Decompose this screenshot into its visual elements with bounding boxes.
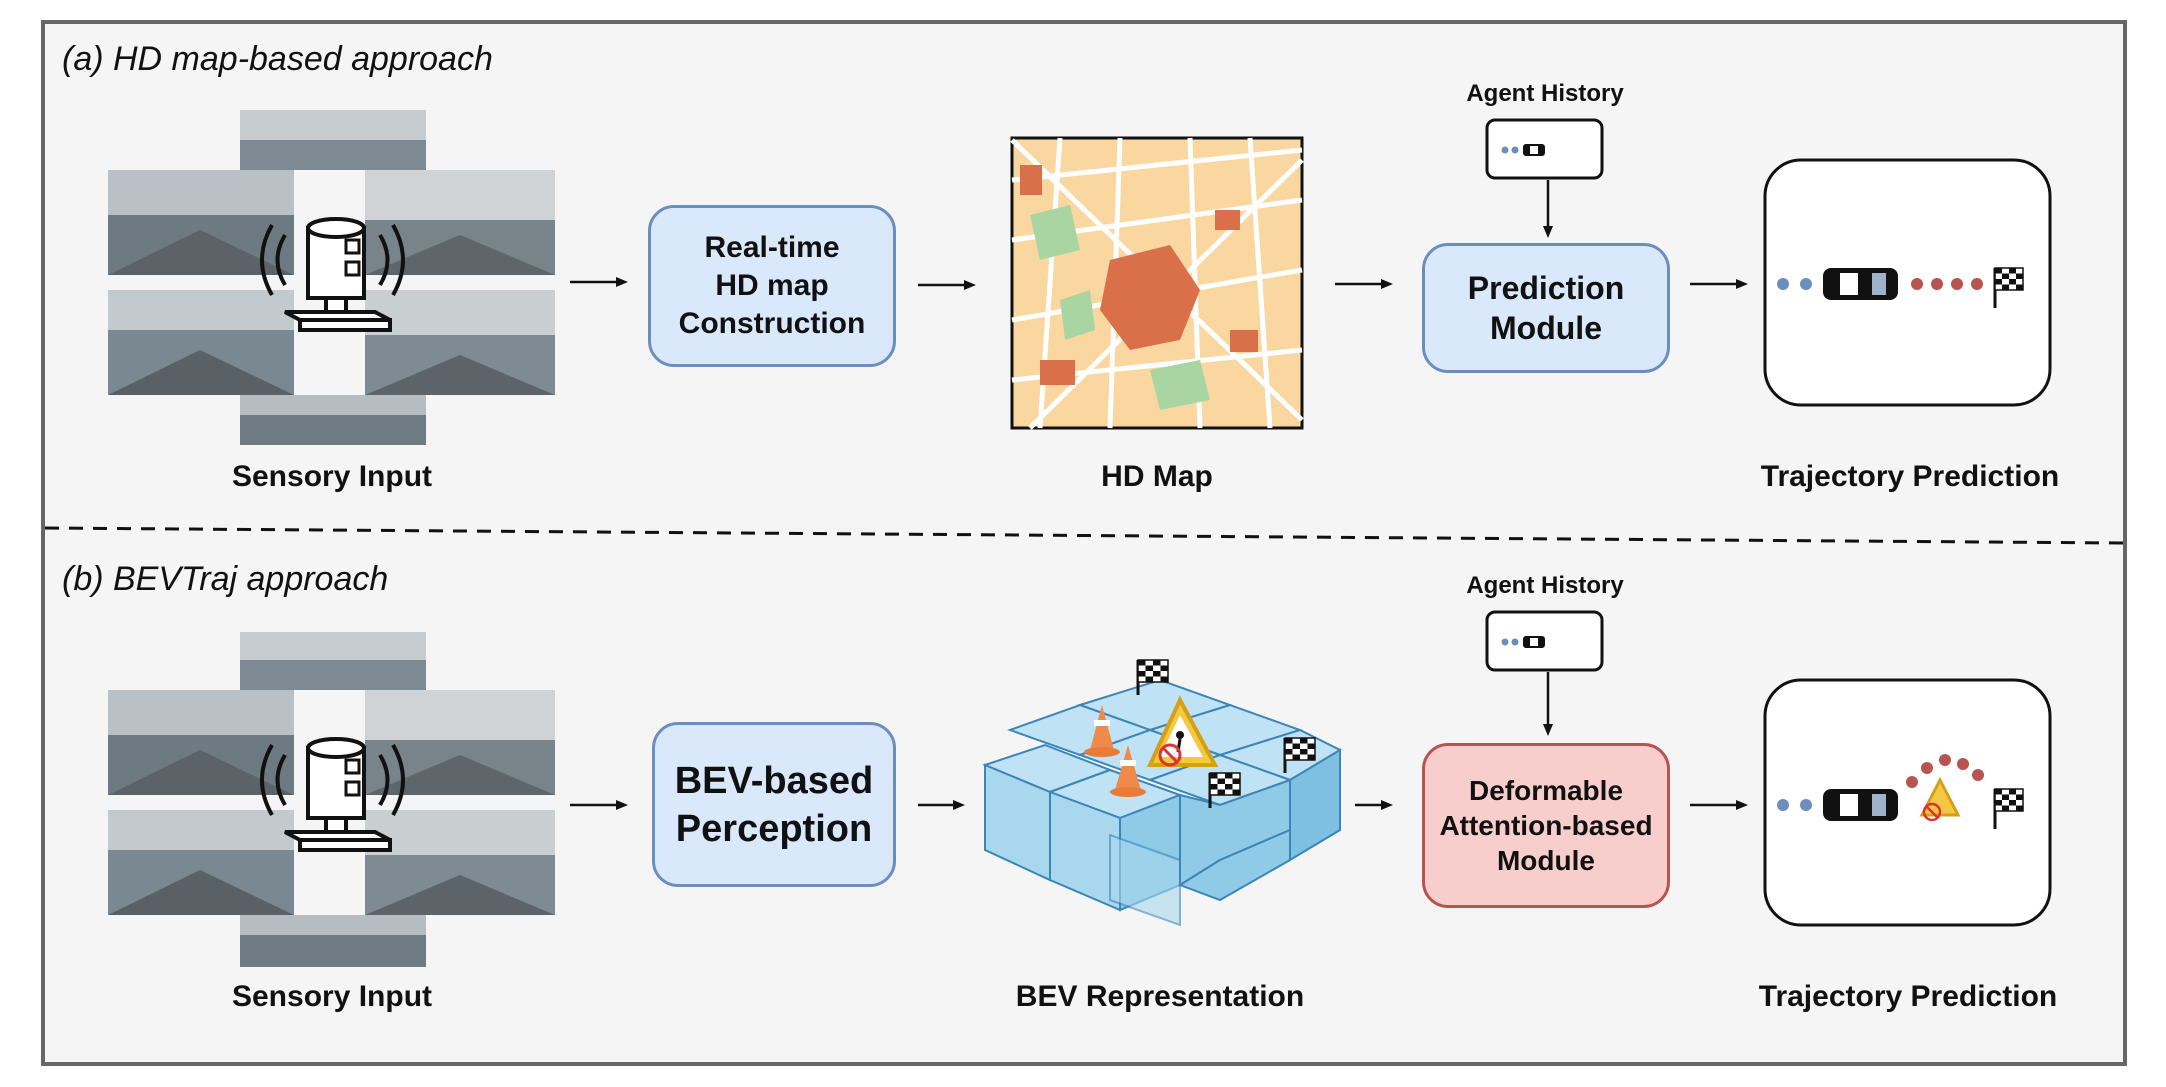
construction-sign-icon — [1919, 776, 1961, 822]
arrow — [918, 280, 976, 290]
bev-perception-box: BEV-based Perception — [652, 722, 896, 887]
trajectory-panel-a — [1763, 158, 2052, 407]
box-line: Attention-based — [1439, 810, 1653, 841]
box-line: Module — [1490, 310, 1602, 346]
trajectory-caption-b: Trajectory Prediction — [1758, 980, 2058, 1013]
arrow — [570, 800, 628, 810]
construction-sign-icon — [1146, 695, 1219, 767]
trajectory-caption-a: Trajectory Prediction — [1760, 460, 2060, 493]
history-dot — [1777, 278, 1789, 290]
box-line: Deformable — [1468, 775, 1624, 806]
agent-history-box-b — [1485, 610, 1604, 672]
agent-history-label-a: Agent History — [1466, 80, 1624, 107]
future-dot — [1957, 758, 1969, 770]
future-dot — [1971, 278, 1983, 290]
box-line: HD map — [715, 269, 829, 302]
ego-car-icon — [1823, 789, 1898, 821]
box-line: Construction — [678, 307, 866, 340]
future-dot — [1921, 762, 1933, 774]
arrow — [1690, 800, 1748, 810]
goal-flag-icon — [1208, 772, 1241, 808]
future-dot — [1911, 278, 1923, 290]
traffic-cone-icon — [1110, 745, 1146, 797]
box-line: Perception — [675, 807, 873, 850]
camera-collage-a — [108, 110, 555, 445]
section-divider — [44, 526, 2124, 545]
future-dot — [1906, 776, 1918, 788]
arrow — [1355, 800, 1393, 810]
arrow — [1543, 672, 1553, 736]
future-dot — [1972, 769, 1984, 781]
agent-history-box-a — [1485, 118, 1604, 180]
box-line: BEV-based — [674, 759, 874, 802]
agent-history-label-b: Agent History — [1466, 572, 1624, 599]
arrow — [1543, 180, 1553, 238]
sensory-input-caption-b: Sensory Input — [231, 980, 433, 1013]
goal-flag-icon — [1136, 659, 1169, 695]
ego-car-icon — [1823, 268, 1898, 300]
camera-collage-b — [108, 632, 555, 967]
sensory-input-caption-a: Sensory Input — [231, 460, 433, 493]
hd-map-construction-box: Real-time HD map Construction — [648, 205, 896, 367]
box-line: Module — [1496, 845, 1595, 876]
hd-map-image — [1010, 136, 1304, 430]
arrow — [918, 800, 965, 810]
box-line: Real-time — [704, 231, 840, 264]
section-title-a: (a) HD map-based approach — [62, 40, 493, 78]
bev-representation-caption: BEV Representation — [1015, 980, 1305, 1013]
box-line: Prediction — [1467, 270, 1625, 306]
history-dot — [1800, 799, 1812, 811]
hd-map-caption: HD Map — [1101, 460, 1213, 493]
arrow — [1690, 279, 1748, 289]
future-dot — [1951, 278, 1963, 290]
goal-flag-icon — [1993, 788, 2024, 829]
lidar-sensor-icon — [260, 217, 405, 332]
history-dot — [1777, 799, 1789, 811]
goal-flag-icon — [1283, 737, 1316, 773]
goal-flag-icon — [1993, 267, 2024, 308]
future-dot — [1931, 278, 1943, 290]
future-dot — [1939, 754, 1951, 766]
trajectory-panel-b — [1763, 678, 2052, 927]
lidar-sensor-icon — [260, 737, 405, 852]
prediction-module-box: Prediction Module — [1422, 243, 1670, 373]
section-title-b: (b) BEVTraj approach — [62, 560, 389, 598]
arrow — [1335, 279, 1393, 289]
traffic-cone-icon — [1084, 705, 1120, 757]
deformable-attention-box: Deformable Attention-based Module — [1422, 743, 1670, 908]
history-dot — [1800, 278, 1812, 290]
arrow — [570, 277, 628, 287]
